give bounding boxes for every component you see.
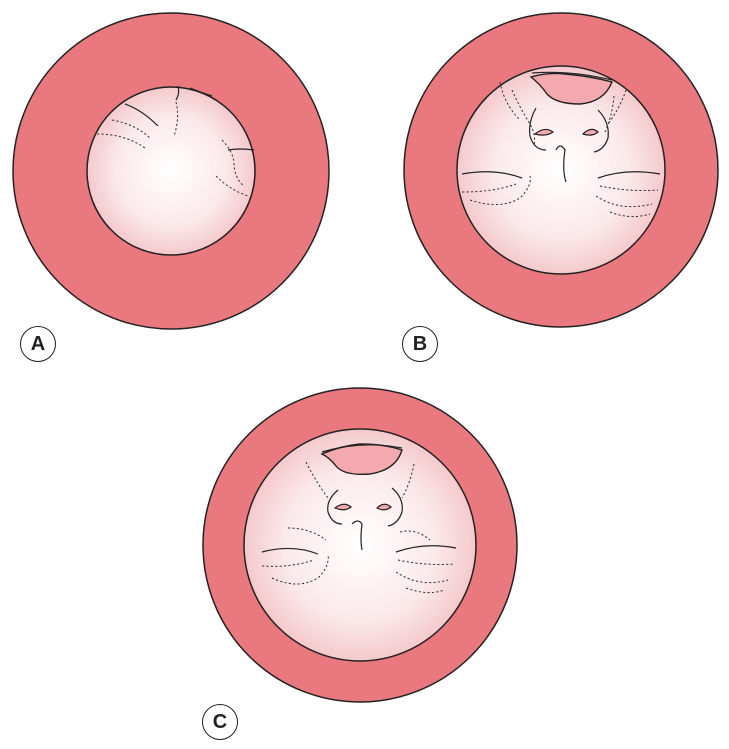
panel-a-lumen [86, 86, 256, 256]
panel-c-right-orifice [375, 503, 392, 511]
panel-c-label: C [202, 704, 238, 740]
panel-b-structures [461, 71, 661, 218]
panel-c-upper-opening [320, 443, 403, 476]
panel-c-structures [261, 443, 457, 594]
panel-c-lumen [243, 428, 477, 662]
panel-a-view [12, 12, 330, 330]
panel-c-left-orifice [333, 503, 352, 511]
panel-b-right-orifice [581, 128, 599, 136]
panel-b-left-orifice [533, 128, 555, 136]
panel-b-lumen [456, 65, 666, 275]
panel-c-view [202, 387, 518, 703]
panel-b-view [403, 12, 719, 328]
panel-b-label: B [402, 326, 438, 362]
panel-a-mucosal-folds [96, 85, 255, 197]
panel-a-label: A [20, 326, 56, 362]
panel-b-upper-opening [529, 72, 613, 105]
